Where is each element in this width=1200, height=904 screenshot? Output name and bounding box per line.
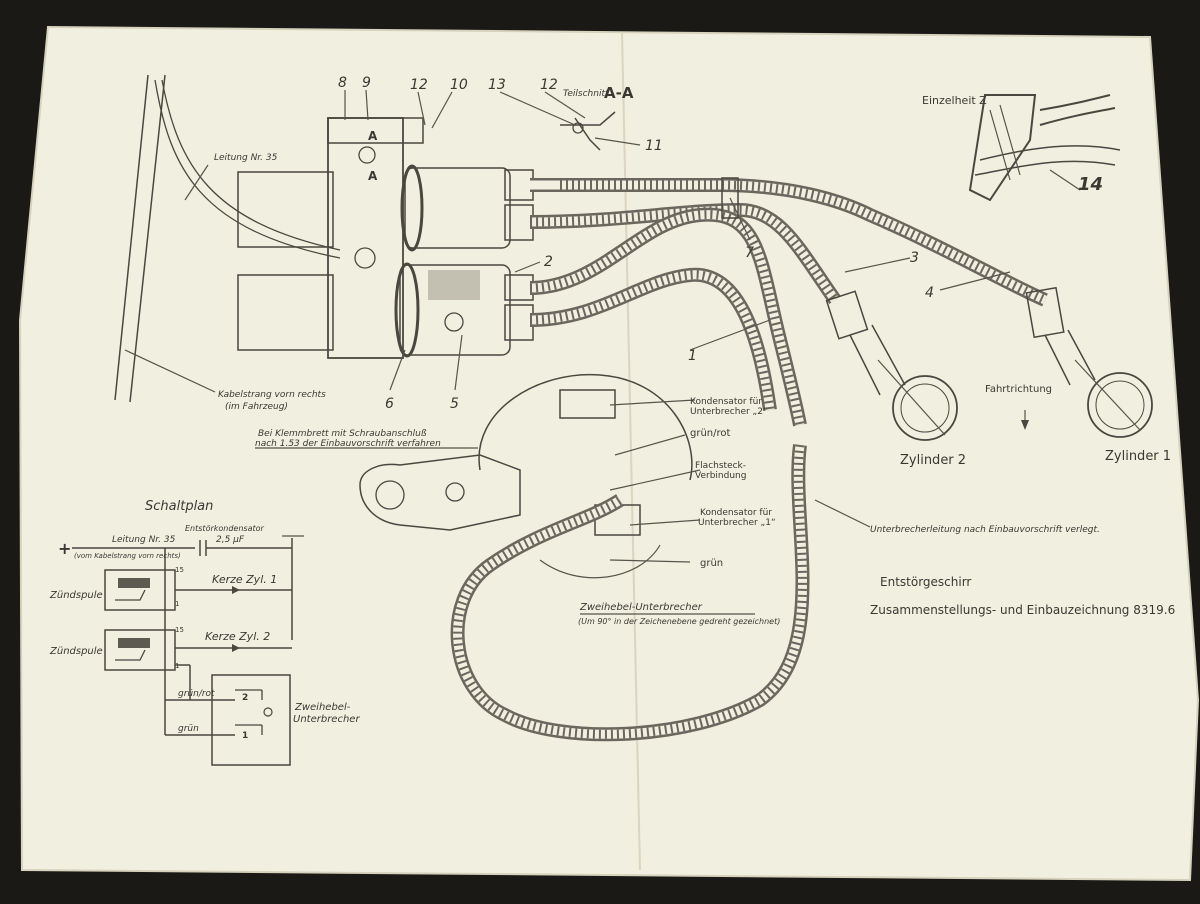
schaltplan-t15b: 15	[175, 626, 184, 634]
label-flachsteck-a: Flachsteck-	[695, 461, 746, 471]
part-5: 5	[450, 396, 459, 412]
schaltplan-t15a: 15	[175, 566, 184, 574]
schaltplan-z2: 2	[242, 693, 248, 703]
schaltplan-gruen-rot: grün/rot	[178, 689, 215, 699]
part-14: 14	[1078, 174, 1103, 195]
schaltplan-zuendspule-2: Zündspule	[49, 646, 103, 657]
plug-cylinder-2	[825, 290, 958, 441]
label-zweihebel-unterbrecher: Zweihebel-Unterbrecher	[579, 602, 703, 613]
breaker-housing	[359, 373, 693, 579]
label-fahrtrichtung: Fahrtrichtung	[985, 384, 1052, 395]
section-aa-drawing	[560, 111, 616, 151]
schaltplan-t1a: 1	[175, 600, 179, 608]
label-zylinder-2: Zylinder 2	[900, 453, 966, 468]
part-number-labels: 8 9 12 10 13 12 11 14 2 7 3 4 1 6 5	[338, 75, 1103, 412]
label-zylinder-1: Zylinder 1	[1105, 449, 1171, 464]
section-labels: Teilschnitt A-A A A	[368, 84, 634, 183]
paper-sheet	[18, 25, 1200, 882]
label-kondensator-1-a: Kondensator für	[700, 508, 772, 518]
plug-cylinder-1	[1025, 286, 1153, 438]
part-1: 1	[688, 348, 697, 364]
schaltplan-kerze-1: Kerze Zyl. 1	[212, 573, 277, 586]
drawing-labels: Einzelheit Z Leitung Nr. 35 Kabelstrang …	[214, 94, 1175, 626]
part-13: 13	[488, 77, 506, 93]
part-8: 8	[338, 75, 347, 91]
label-einzelheit-z: Einzelheit Z	[922, 94, 987, 107]
section-a-bottom: A	[368, 169, 378, 183]
part-3: 3	[910, 250, 919, 266]
schaltplan-zweihebel-2: Unterbrecher	[293, 714, 360, 725]
label-klemmbrett-1: Bei Klemmbrett mit Schraubanschluß	[258, 429, 427, 439]
schaltplan-title: Schaltplan	[145, 499, 213, 514]
section-teilschnitt: Teilschnitt	[563, 89, 609, 99]
part-9: 9	[362, 75, 371, 91]
part-7: 7	[745, 245, 754, 261]
schaltplan-t1b: 1	[175, 662, 179, 670]
ignition-cables	[529, 177, 1048, 427]
schaltplan-vom-kabelstrang: (vom Kabelstrang vorn rechts)	[74, 552, 181, 560]
section-a-top: A	[368, 129, 378, 143]
part-12a: 12	[410, 77, 428, 93]
part-12b: 12	[540, 77, 558, 93]
label-unterbrecherleitung: Unterbrecherleitung nach Einbauvorschrif…	[870, 525, 1100, 535]
label-leitung-35: Leitung Nr. 35	[214, 153, 278, 163]
label-kondensator-1-b: Unterbrecher „1“	[698, 518, 776, 528]
schaltplan-gruen: grün	[178, 724, 199, 734]
label-kondensator-2-b: Unterbrecher „2“	[690, 407, 768, 417]
part-6: 6	[385, 396, 394, 412]
schaltplan-zweihebel-1: Zweihebel-	[294, 702, 351, 713]
part-4: 4	[925, 285, 934, 301]
schaltplan-labels: Schaltplan + Leitung Nr. 35 (vom Kabelst…	[49, 499, 360, 741]
label-flachsteck-b: Verbindung	[695, 471, 746, 481]
leader-lines	[124, 89, 1081, 615]
label-zusammenstellung: Zusammenstellungs- und Einbauzeichnung 8…	[870, 603, 1175, 617]
label-gruen: grün	[700, 558, 723, 569]
cable-harness	[114, 74, 341, 403]
breaker-cable-loop	[450, 444, 810, 742]
part-11: 11	[645, 138, 663, 154]
spark-plug-connectors	[825, 286, 1153, 441]
schaltplan-z1: 1	[242, 731, 248, 741]
label-kabelstrang: Kabelstrang vorn rechts	[218, 390, 326, 400]
section-aa: A-A	[604, 84, 634, 102]
label-zweihebel-note: (Um 90° in der Zeichenebene gedreht geze…	[578, 617, 780, 626]
detail-z-drawing	[968, 94, 1121, 202]
schaltplan-kapazitaet: 2,5 µF	[216, 535, 245, 545]
schaltplan-kerze-2: Kerze Zyl. 2	[205, 630, 270, 643]
schaltplan	[72, 535, 304, 766]
label-entstoergeschirr: Entstörgeschirr	[880, 575, 971, 589]
part-2: 2	[544, 254, 553, 270]
part-10: 10	[450, 77, 468, 93]
schaltplan-plus: +	[58, 539, 71, 558]
label-im-fahrzeug: (im Fahrzeug)	[225, 402, 288, 412]
schaltplan-entstoerkond: Entstörkondensator	[185, 524, 265, 533]
schaltplan-zuendspule-1: Zündspule	[49, 590, 103, 601]
schaltplan-leitung: Leitung Nr. 35	[112, 535, 176, 545]
label-kondensator-2-a: Kondensator für	[690, 397, 762, 407]
label-gruen-rot: grün/rot	[690, 428, 731, 439]
label-klemmbrett-2: nach 1.53 der Einbauvorschrift verfahren	[255, 439, 441, 449]
